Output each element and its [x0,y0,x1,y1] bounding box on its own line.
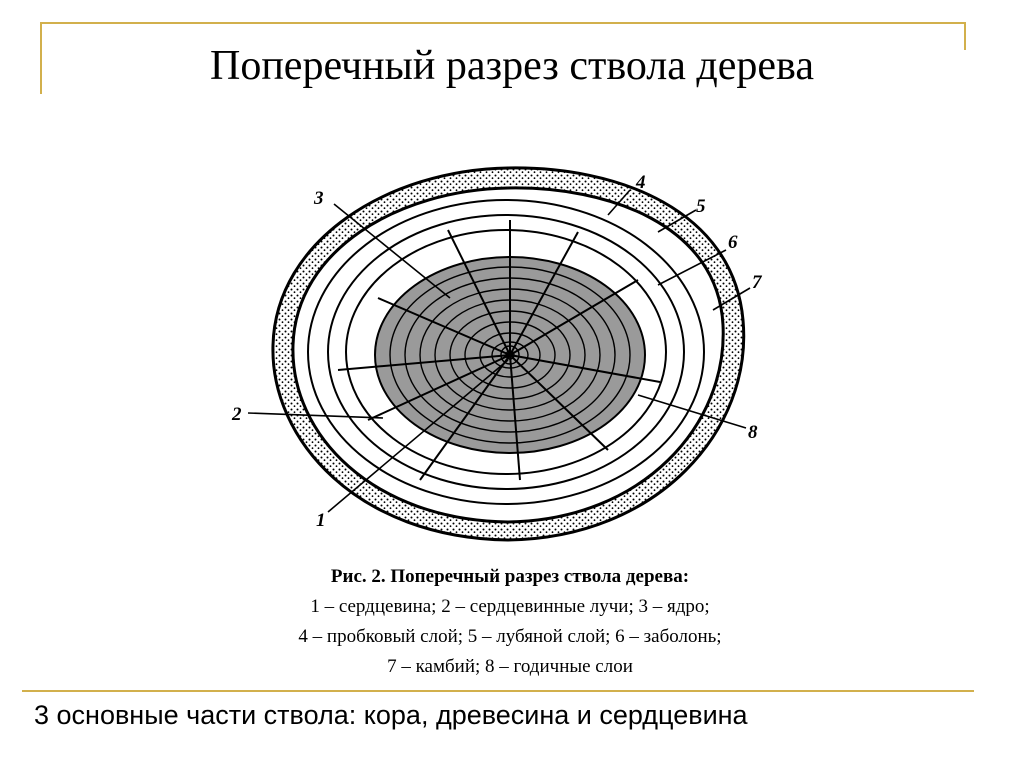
sapwood-ring [307,199,705,505]
caption-line: 7 – камбий; 8 – годичные слои [387,656,633,677]
summary-text: 3 основные части ствола: кора, древесина… [34,700,748,730]
slide-title: Поперечный разрез ствола дерева [210,43,814,89]
trunk-cross-section-diagram: 3 4 5 6 7 2 8 1 [231,166,763,542]
callout-leaders [247,189,751,513]
callout-6: 6 [728,232,738,253]
slide-frame-right-rule [964,22,966,50]
sapwood-ring [327,214,685,490]
caption-title: Рис. 2. Поперечный разрез ствола дерева: [330,566,690,587]
figure-caption: Рис. 2. Поперечный разрез ствола дерева:… [190,562,830,682]
trunk-cross-section-figure: 3 4 5 6 7 2 8 1 [188,120,828,560]
callout-4: 4 [635,172,646,193]
callout-3: 3 [313,188,324,209]
slide-frame-left-rule [40,22,42,94]
caption-line: 1 – сердцевина; 2 – сердцевинные лучи; 3… [310,596,710,617]
caption-line: 4 – пробковый слой; 5 – лубяной слой; 6 … [298,626,722,647]
callout-8: 8 [748,422,758,443]
callout-2: 2 [231,404,242,425]
slide-frame-top-rule [40,22,966,24]
callout-7: 7 [752,272,763,293]
callout-1: 1 [316,510,326,531]
bottom-divider-rule [22,690,974,692]
callout-5: 5 [696,196,706,217]
sapwood-ring [345,229,667,475]
medullary-rays [337,220,661,481]
